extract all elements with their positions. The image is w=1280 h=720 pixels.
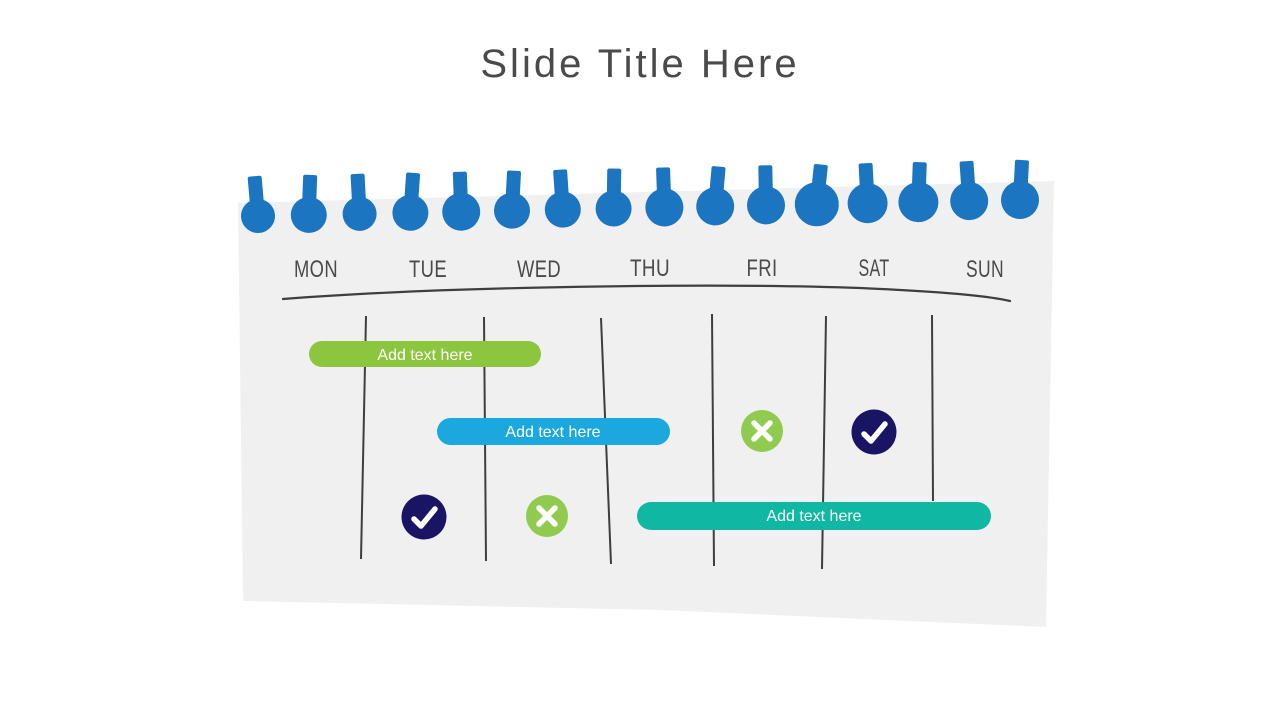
day-header-row: MON TUE WED THU FRI SAT SUN bbox=[294, 255, 1004, 283]
day-label-wed: WED bbox=[517, 256, 561, 283]
event-bar-cyan[interactable]: Add text here bbox=[437, 418, 670, 445]
x-glyph bbox=[751, 420, 773, 442]
day-label-tue: TUE bbox=[409, 256, 447, 283]
day-label-fri: FRI bbox=[747, 255, 778, 282]
event-bar-cyan-shape[interactable] bbox=[437, 418, 670, 445]
pin-icon bbox=[898, 161, 939, 223]
pin-icon bbox=[494, 170, 530, 229]
divider-sat-sun bbox=[931, 314, 934, 502]
pin-icon bbox=[442, 171, 481, 231]
check-circle[interactable] bbox=[851, 409, 897, 455]
event-bar-green[interactable]: Add text here bbox=[309, 341, 541, 367]
event-bar-green-label[interactable]: Add text here bbox=[377, 347, 472, 364]
x-glyph bbox=[536, 505, 558, 527]
header-underline bbox=[281, 284, 1012, 303]
pin-icon bbox=[696, 166, 735, 226]
check-glyph bbox=[861, 421, 888, 444]
pin-icon bbox=[847, 162, 888, 224]
day-label-sat: SAT bbox=[859, 255, 890, 282]
pin-icon bbox=[595, 168, 632, 227]
pin-icon bbox=[1001, 159, 1039, 219]
pin-icon bbox=[950, 160, 989, 221]
x-icon[interactable] bbox=[741, 410, 783, 452]
x-icon[interactable] bbox=[526, 495, 568, 537]
check-circle[interactable] bbox=[401, 494, 447, 540]
pin-icon bbox=[290, 174, 327, 233]
pin-icon bbox=[747, 165, 785, 225]
event-bar-teal-label[interactable]: Add text here bbox=[766, 508, 861, 525]
pin-icon bbox=[342, 173, 377, 231]
check-icon[interactable] bbox=[401, 494, 447, 540]
check-glyph bbox=[411, 506, 438, 529]
day-label-sun: SUN bbox=[966, 256, 1004, 283]
slide-title[interactable]: Slide Title Here bbox=[480, 42, 800, 86]
pin-icon bbox=[392, 172, 429, 231]
pins bbox=[241, 159, 1039, 233]
event-bar-green-shape[interactable] bbox=[309, 341, 541, 367]
check-icon[interactable] bbox=[851, 409, 897, 455]
pin-icon bbox=[544, 169, 581, 228]
pin-icon bbox=[241, 175, 275, 233]
day-label-mon: MON bbox=[294, 256, 338, 283]
event-bar-teal[interactable]: Add text here bbox=[637, 502, 991, 530]
event-bar-cyan-label[interactable]: Add text here bbox=[505, 424, 600, 441]
event-bar-teal-shape[interactable] bbox=[637, 502, 991, 530]
pin-icon bbox=[645, 167, 684, 227]
pin-icon bbox=[794, 163, 839, 227]
day-label-thu: THU bbox=[630, 255, 670, 282]
